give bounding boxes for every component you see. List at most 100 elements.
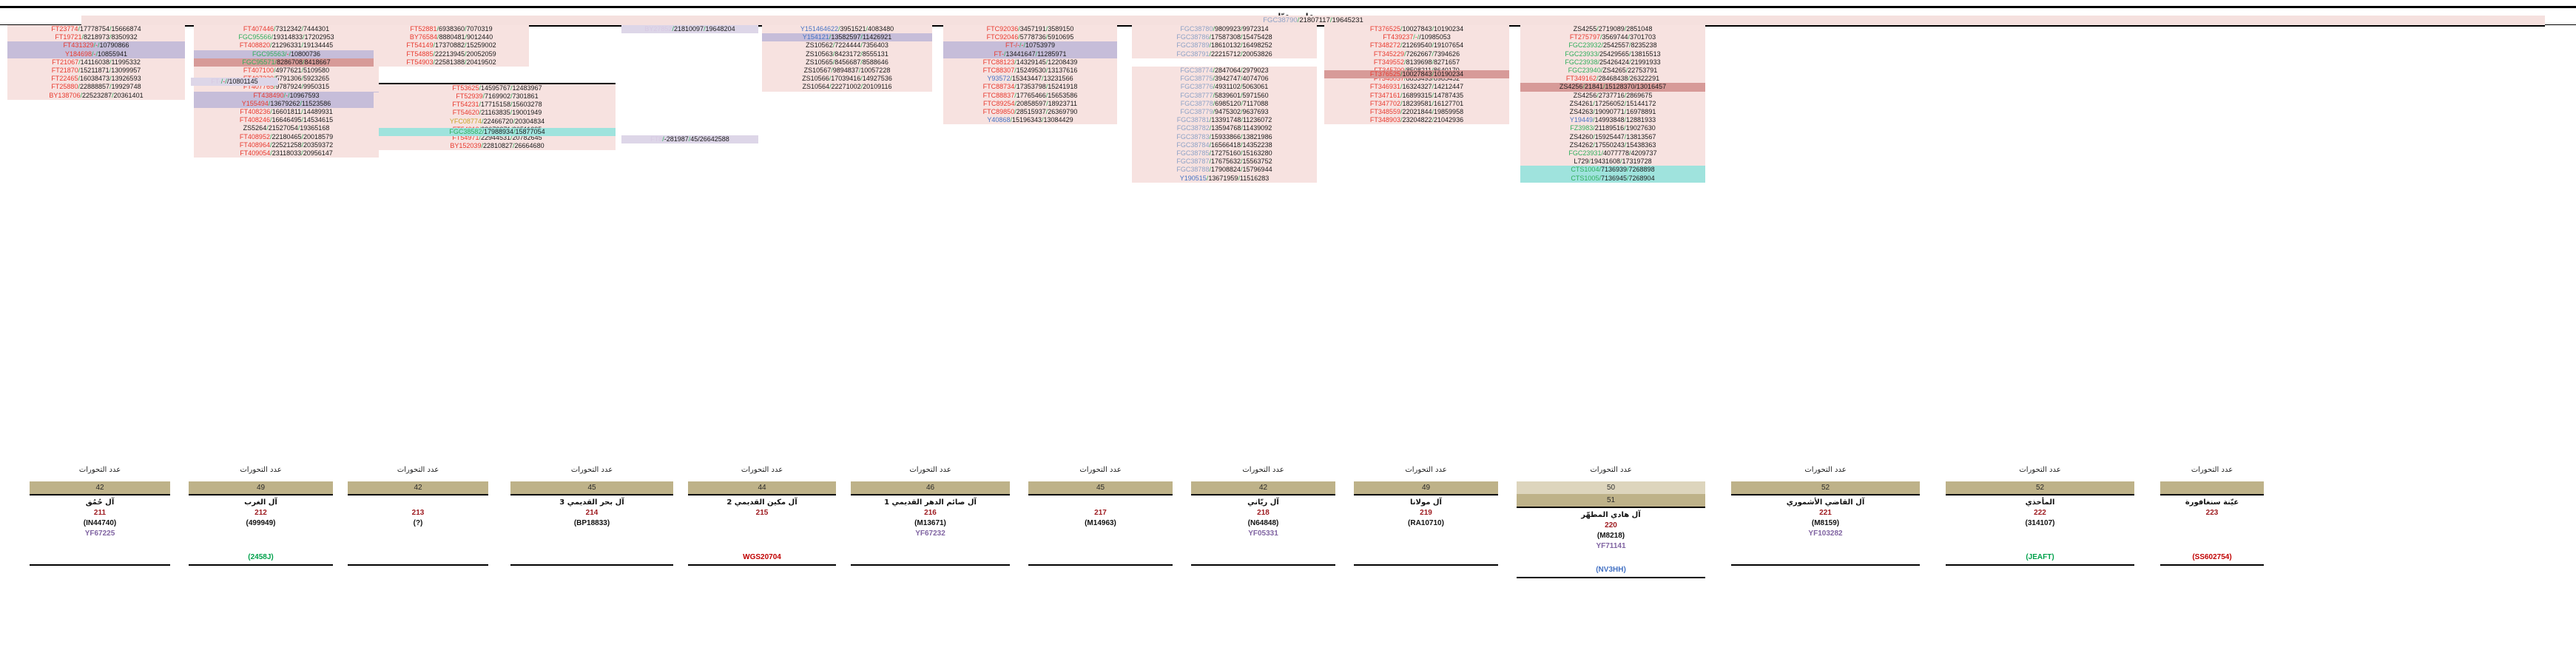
snp-separator: / <box>829 33 832 41</box>
snp-position-hg19: 13594768 <box>1211 124 1241 132</box>
snp-separator: / <box>1209 141 1211 149</box>
snp-name: FGC95563 <box>252 50 285 58</box>
mutation-count-label: عدد التحورات <box>1405 466 1447 474</box>
snp-name: FGC38782 <box>1176 124 1210 132</box>
snp-row: FT407765/9787924/9950315 <box>194 83 379 92</box>
snp-separator: / <box>1004 50 1006 58</box>
snp-position-hg38: 12881933 <box>1626 116 1656 124</box>
snp-row: FGC38791/22215712/20053826 <box>1132 50 1317 58</box>
snp-separator: / <box>1432 91 1434 99</box>
snp-separator: / <box>266 124 269 132</box>
snp-position-hg19: 13671959 <box>1208 174 1238 182</box>
snp-position-hg19: 4077778 <box>1602 149 1630 158</box>
snp-position-hg19: 9787924 <box>275 83 302 91</box>
snp-position-hg19: 9894837 <box>832 67 859 75</box>
snp-position-hg38: 2851048 <box>1626 25 1653 33</box>
snp-position-hg38: 21042936 <box>1434 116 1464 124</box>
snp-name: FT348903 <box>1369 116 1400 124</box>
snp-row: ZS4256/21841/15128370/13016457 <box>1520 83 1705 92</box>
snp-row: FT-/-/-/10753979 <box>943 41 1117 50</box>
snp-position-hg19: 15196343 <box>1011 116 1042 124</box>
snp-row: Y184698/-/10855941 <box>7 50 185 58</box>
column-spacer <box>1946 538 2134 551</box>
yfull-id <box>1946 529 2134 538</box>
snp-separator: / <box>510 101 513 109</box>
snp-separator: / <box>1599 33 1602 41</box>
snp-name: BY27852 <box>644 25 672 33</box>
snp-position-hg19: 7224444 <box>834 41 861 50</box>
snp-row: FT408246/16646495/14534615 <box>194 116 379 125</box>
snp-row: FT-/-//10801145 <box>191 78 278 87</box>
kit-number <box>688 519 836 527</box>
snp-block: FGC38582/17988934/15877054 <box>379 128 616 137</box>
snp-name: FT376525 <box>1369 70 1400 78</box>
mutation-count-value: 49 <box>1354 481 1498 495</box>
snp-position-hg19: 3569744 <box>1602 33 1628 41</box>
snp-name: FGC38774 <box>1180 67 1213 74</box>
snp-position-hg38: 5109580 <box>303 67 330 75</box>
snp-position-hg19: 5839601 <box>1214 91 1241 99</box>
snp-row: ZS10563/8423172/8555131 <box>762 50 932 58</box>
snp-separator: / <box>1582 83 1585 91</box>
snp-position-hg38: 11516283 <box>1239 174 1270 182</box>
snp-position-hg38: 5910695 <box>1048 33 1074 41</box>
snp-separator: / <box>832 50 835 58</box>
snp-position-hg19: 3951521 <box>840 25 866 33</box>
snp-separator: / <box>1601 41 1603 50</box>
snp-separator: / <box>513 117 516 125</box>
snp-name: Y184698 <box>64 50 92 58</box>
mutation-count-value: 52 <box>1731 481 1920 495</box>
snp-name: FT408820 <box>239 41 270 50</box>
column-spacer <box>2160 538 2264 551</box>
snp-row: FT408236/16601811/14489931 <box>194 108 379 117</box>
snp-row: FGC38784/16566418/14352238 <box>1132 141 1317 150</box>
snp-block: FT8/-281987/45/26642588 <box>621 135 758 144</box>
snp-separator: / <box>1432 70 1434 78</box>
snp-separator: / <box>1628 33 1631 41</box>
snp-separator: / <box>1238 174 1240 182</box>
sample-code <box>1354 553 1498 561</box>
mutation-count-label: عدد التحورات <box>2019 466 2061 474</box>
snp-separator: / <box>1597 50 1599 58</box>
snp-block: FT376525/10027843/10190234 <box>1324 70 1509 79</box>
snp-row: FT349552/8139698/8271657 <box>1324 58 1509 67</box>
snp-name: ZS10565 <box>806 58 833 66</box>
snp-row: FTC88307/15249530/13137616 <box>943 67 1117 75</box>
snp-position-hg19: 14329145 <box>1016 58 1046 66</box>
snp-separator: / <box>1045 67 1048 75</box>
snp-separator: / <box>1624 91 1627 99</box>
snp-position-hg38: 20359372 <box>303 141 334 149</box>
snp-position-hg38: 8271657 <box>1434 58 1460 66</box>
snp-position-hg19: 19431608 <box>1590 158 1621 166</box>
snp-row: Y93572/15343447/13231566 <box>943 75 1117 84</box>
snp-row: Y154121/13582597/11426921 <box>762 33 932 42</box>
family-index: 223 <box>2205 509 2219 517</box>
snp-row: FT21870/15211871/13099957 <box>7 67 185 75</box>
mutation-count-label: عدد التحورات <box>397 466 439 474</box>
snp-separator: / <box>301 108 303 116</box>
snp-separator: / <box>289 50 291 58</box>
snp-separator: / <box>1593 108 1595 116</box>
snp-separator: / <box>301 132 304 141</box>
snp-name: FT346931 <box>1369 83 1400 91</box>
mutation-count-value: 45 <box>510 481 673 495</box>
snp-row: FGC38779/9475302/9637693 <box>1132 108 1317 117</box>
snp-position-hg38: 7394626 <box>1434 50 1460 58</box>
snp-row: ZS4255/2719089/2851048 <box>1520 25 1705 34</box>
snp-position-hg19: 6985120 <box>1215 99 1241 107</box>
snp-separator: / <box>1209 116 1212 124</box>
